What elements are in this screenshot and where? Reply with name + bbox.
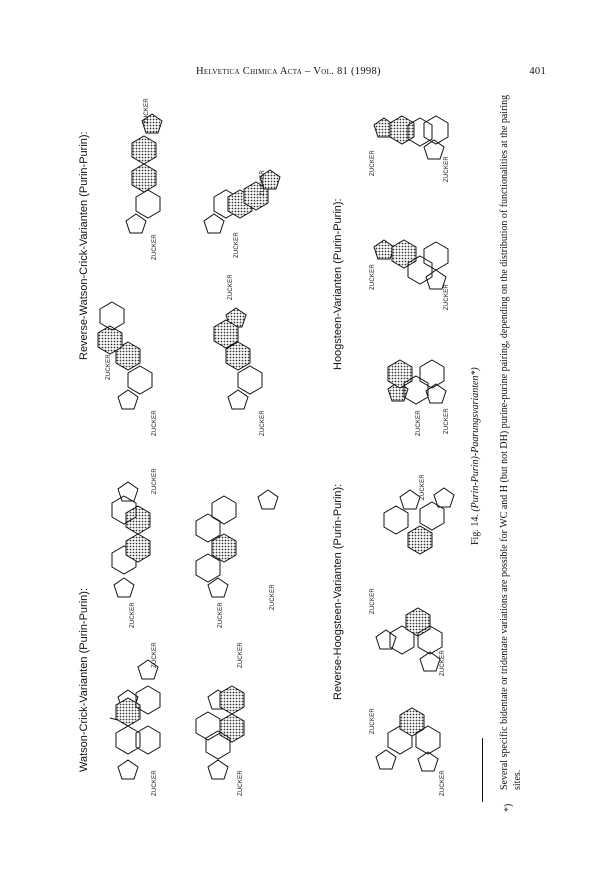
rh-pair-2: ZUCKER ZUCKER [370, 588, 446, 676]
sugar-label: ZUCKER [130, 602, 136, 628]
wc-pair-1: ZUCKER ZUCKER [109, 642, 161, 796]
sugar-label: ZUCKER [106, 354, 112, 380]
sugar-label: ZUCKER [218, 602, 224, 628]
sugar-label: ZUCKER [260, 170, 266, 196]
journal-title: Helvetica Chimica Acta – Vol. 81 (1998) [196, 66, 381, 77]
h-pair-3: ZUCKER ZUCKER [370, 115, 450, 182]
rwc-pair-4: ZUCKER ZUCKER [203, 169, 281, 258]
sugar-label: ZUCKER [370, 264, 376, 290]
sugar-label: ZUCKER [370, 588, 376, 614]
sugar-label: ZUCKER [444, 408, 450, 434]
footnote-rule [482, 738, 483, 802]
rwc-pair-2: ZUCKER ZUCKER [213, 274, 266, 436]
rh-pair-3: ZUCKER [383, 474, 455, 555]
wc-pair-3: ZUCKER ZUCKER [111, 468, 158, 628]
sugar-label: ZUCKER [260, 410, 266, 436]
sugar-label: ZUCKER [152, 770, 158, 796]
wc-pair-4: ZUCKER ZUCKER [195, 489, 279, 628]
sugar-label: ZUCKER [152, 410, 158, 436]
sugar-label: ZUCKER [234, 232, 240, 258]
sugar-label: ZUCKER [152, 234, 158, 260]
sugar-label: ZUCKER [444, 156, 450, 182]
sugar-label: ZUCKER [370, 708, 376, 734]
page-number: 401 [529, 66, 546, 77]
sugar-label: ZUCKER [370, 150, 376, 176]
wc-pair-2: ZUCKER ZUCKER [195, 642, 245, 796]
sugar-label: ZUCKER [440, 650, 446, 676]
sugar-label: ZUCKER [152, 468, 158, 494]
sugar-label: ZUCKER [270, 584, 276, 610]
sugar-label: ZUCKER [440, 770, 446, 796]
sugar-label: ZUCKER [228, 274, 234, 300]
sugar-label: ZUCKER [420, 474, 426, 500]
rwc-pair-1: ZUCKER ZUCKER [97, 301, 158, 436]
sugar-label: ZUCKER [444, 284, 450, 310]
sugar-label: ZUCKER [238, 642, 244, 668]
sugar-label: ZUCKER [144, 98, 150, 124]
h-pair-2: ZUCKER ZUCKER [370, 239, 450, 310]
rwc-pair-3: ZUCKER ZUCKER [125, 98, 163, 260]
rh-pair-1: ZUCKER ZUCKER [370, 707, 446, 796]
sugar-label: ZUCKER [238, 770, 244, 796]
sugar-label: ZUCKER [152, 642, 158, 668]
h-pair-1: ZUCKER ZUCKER [387, 359, 450, 436]
sugar-label: ZUCKER [416, 410, 422, 436]
running-header: Helvetica Chimica Acta – Vol. 81 (1998) … [196, 66, 546, 82]
